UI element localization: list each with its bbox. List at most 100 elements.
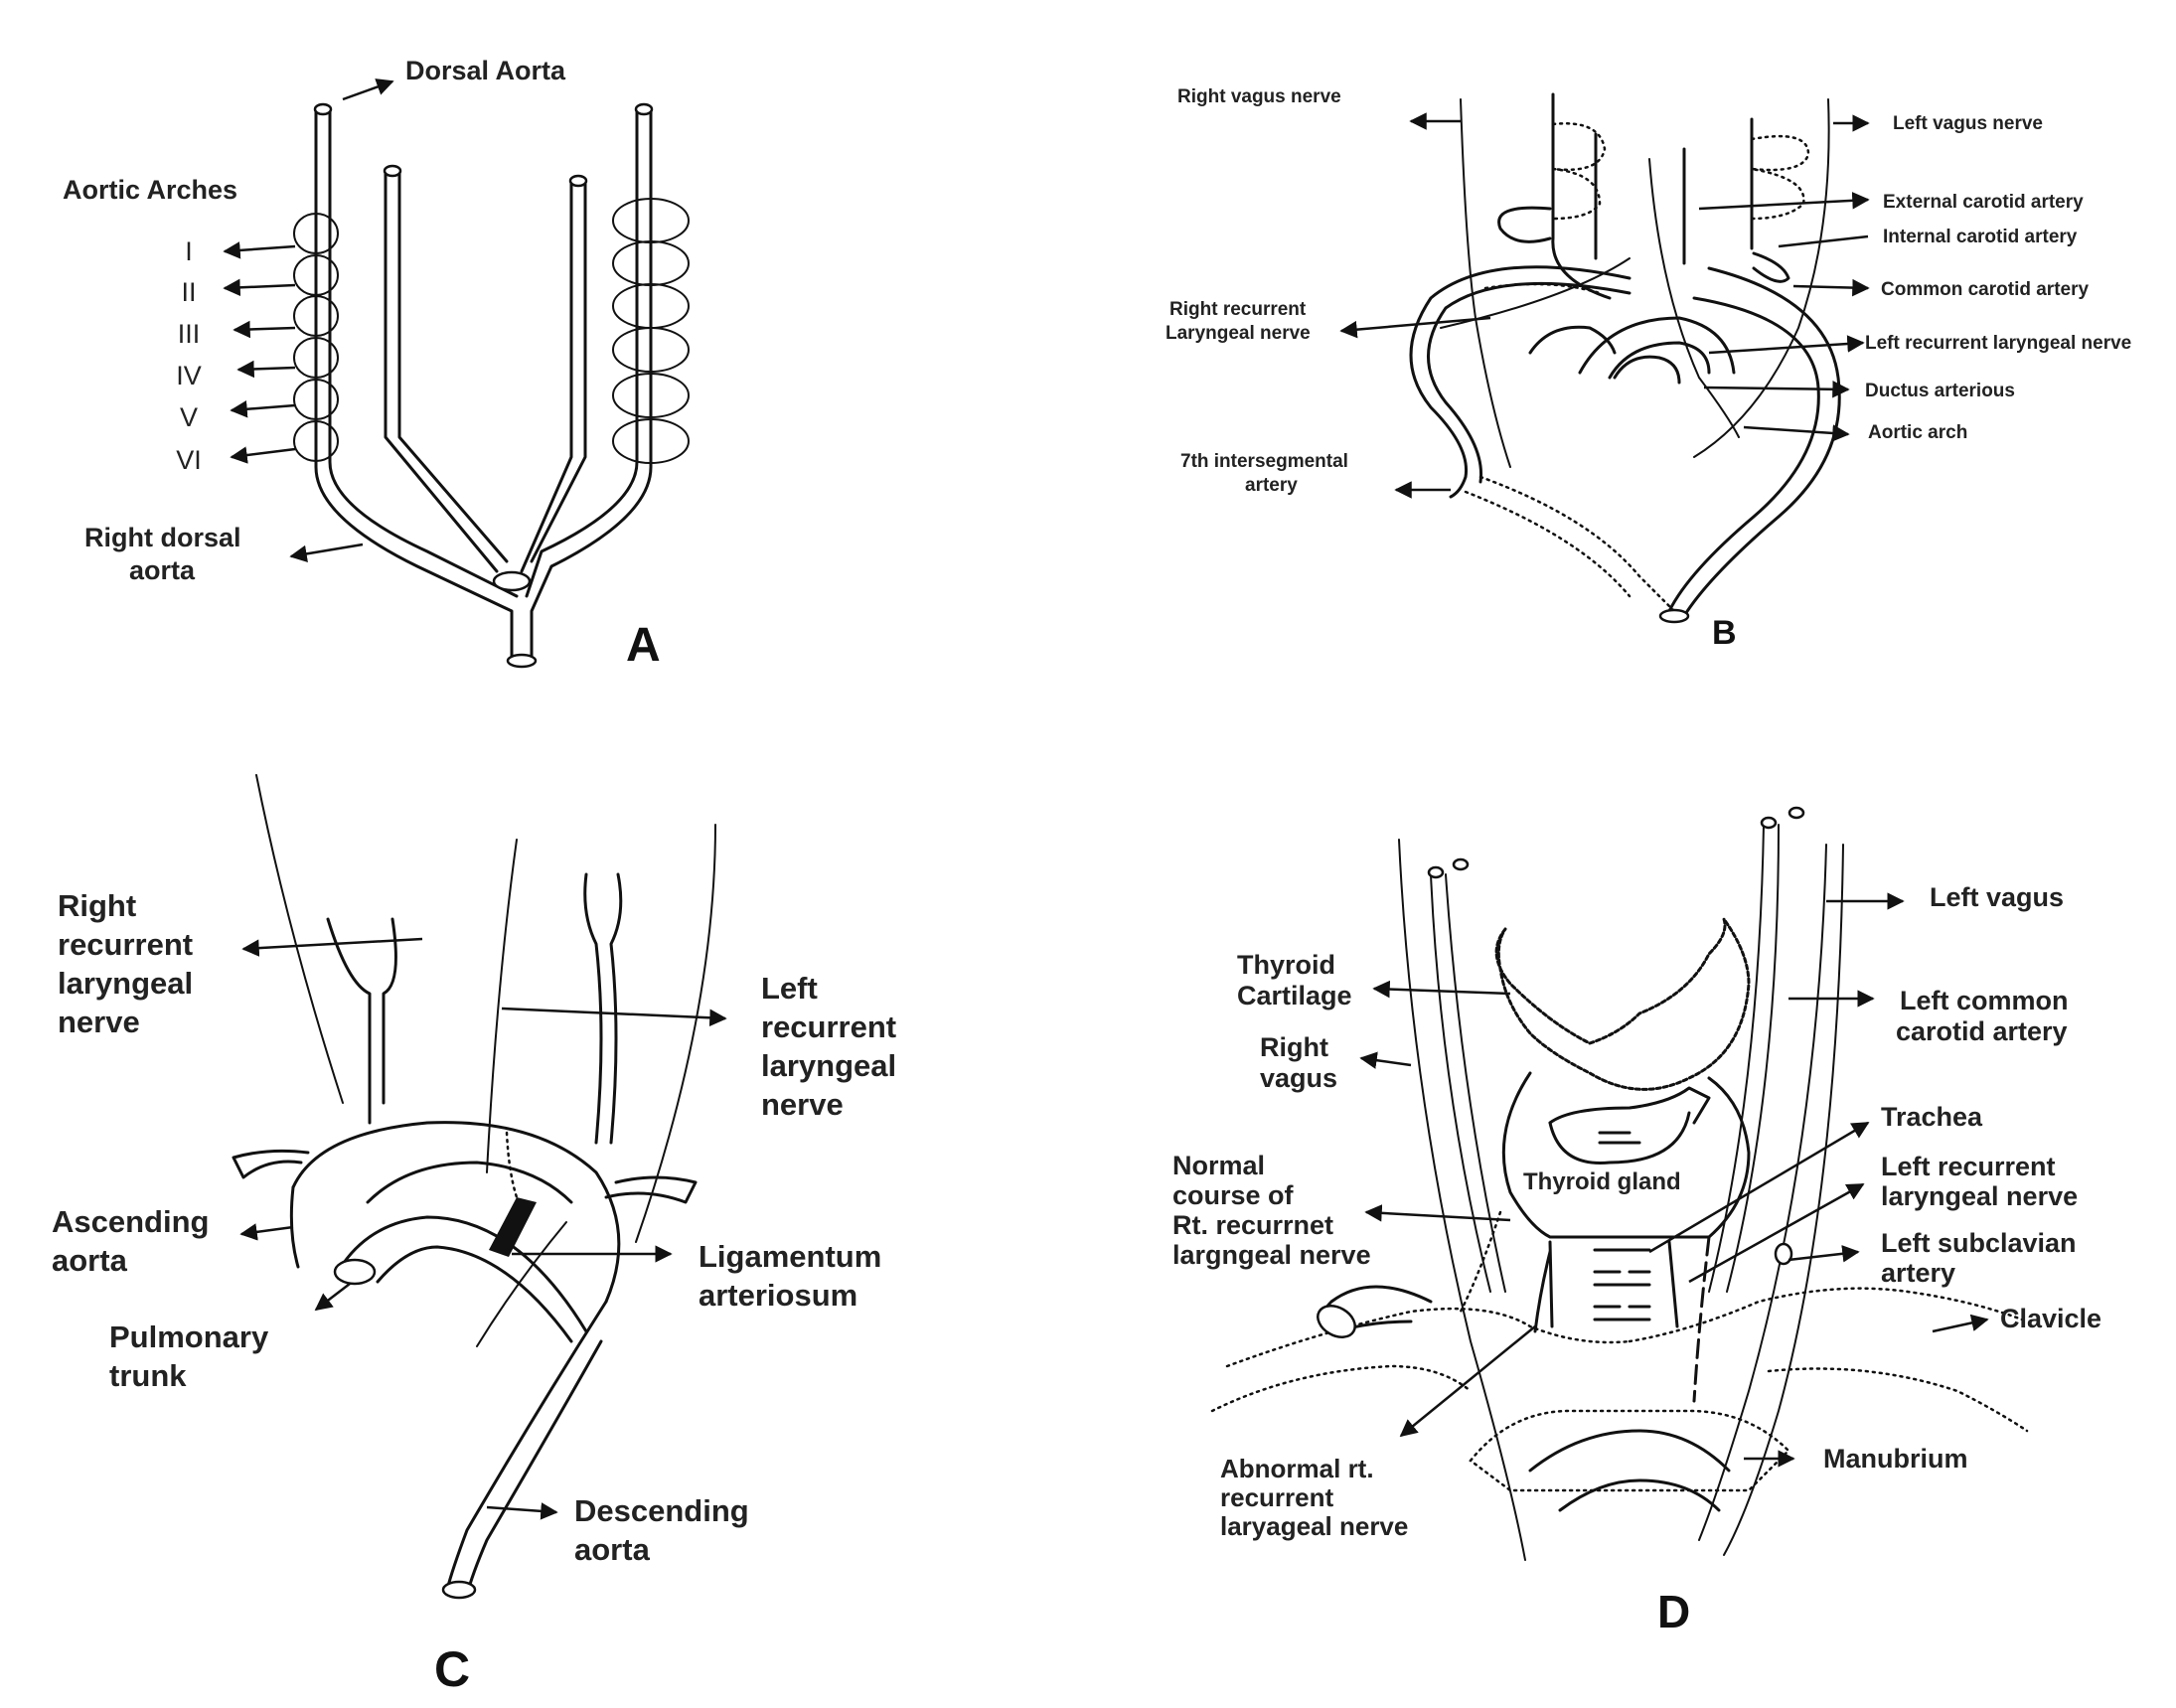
nerve-c-right-outer [635,824,716,1243]
descending-c [445,1300,608,1592]
arch-c [291,1121,621,1304]
arch-dotted-b [1483,282,1602,295]
first-rib-d [1210,1364,1473,1413]
svg-text:Ligamentum: Ligamentum [699,1239,881,1274]
thyroid-cartilage-lower [1548,1086,1711,1125]
pulmonary-c [336,1215,588,1333]
right-arch-b-inner [1427,281,1632,484]
svg-text:laryngeal: laryngeal [761,1048,896,1083]
ascending-aorta-label: Ascending aorta [52,1204,209,1278]
left-recurrent-nerve-c [486,839,518,1173]
left-vagus-nerve-label: Left vagus nerve [1893,113,2043,134]
right-recurrent-label-c: Right recurrent laryngeal nerve [58,888,193,1039]
abnormal-recurrent-label: Abnormal rt. recurrent laryageal nerve [1220,1454,1408,1541]
external-carotid-loop [1497,206,1552,243]
svg-text:Ascending: Ascending [52,1204,209,1239]
seventh-intersegmental-label: 7th intersegmental [1180,451,1348,472]
svg-text:carotid artery: carotid artery [1896,1016,2068,1046]
left-carotid-top-2 [1787,806,1805,820]
external-carotid-label: External carotid artery [1883,192,2084,213]
manubrium-arc [1528,1429,1731,1473]
left-carotid-d-2 [1726,824,1780,1293]
aortic-arches-right [612,198,690,464]
left-common-carotid-label: Left common carotid artery [1896,986,2069,1046]
left-carotid-d [1708,824,1765,1293]
junction-ring [492,570,532,592]
aortic-arch-b [1682,266,1841,618]
svg-text:nerve: nerve [761,1087,844,1122]
svg-text:aorta: aorta [52,1243,128,1278]
panel-b: Right vagus nerve Left vagus nerve Exter… [1166,86,2131,652]
ligamentum-bar [489,1197,537,1257]
pulmonary-trunk-label: Pulmonary trunk [109,1320,269,1393]
seventh-intersegmental-label-2: artery [1245,475,1298,496]
thyroid-cartilage-shape [1494,917,1751,1091]
clavicle-left-d [1628,1287,2029,1343]
ductus-label: Ductus arterious [1865,381,2015,401]
aortic-arches-left [293,213,339,462]
right-carotid-d [1430,873,1491,1293]
vessel-top-1 [313,102,333,116]
right-recurrent-nerve-c [255,774,344,1104]
right-dorsal-aorta-outer [314,109,514,663]
svg-text:Pulmonary: Pulmonary [109,1320,269,1354]
pulmonary-c-inner [376,1245,573,1343]
trachea-rings [1593,1131,1651,1321]
svg-text:recurrent: recurrent [1220,1482,1333,1512]
svg-text:Left recurrent: Left recurrent [1881,1152,2056,1181]
small-arch-b [1613,355,1681,385]
left-recurrent-label-b: Left recurrent laryngeal nerve [1865,333,2131,354]
right-carotid-top [1427,865,1445,879]
trachea-label: Trachea [1881,1102,1983,1132]
descending-end-b [1658,608,1690,624]
normal-course-label: Normal course of Rt. recurrnet largngeal… [1172,1151,1371,1270]
right-vagus-d [1398,839,1526,1561]
svg-text:recurrent: recurrent [761,1009,896,1044]
brachiocephalic-c-2 [382,917,397,1105]
vessel-top-3 [568,174,588,188]
panel-c: Right recurrent laryngeal nerve Left rec… [52,774,896,1697]
svg-text:Cartilage: Cartilage [1237,981,1352,1010]
left-subclavian-ring [1774,1242,1793,1266]
inner-v-right [520,182,573,573]
right-dorsal-aorta-inner [328,109,519,598]
left-vagus-d [1698,844,1827,1541]
right-subclavian-ring [1317,1305,1356,1338]
common-carotid-label: Common carotid artery [1881,279,2089,300]
aortic-arch-label-b: Aortic arch [1868,422,1967,443]
panel-letter-d: D [1657,1586,1690,1637]
svg-text:Left common: Left common [1900,986,2069,1015]
right-recurrent-label-b: Right recurrent [1169,299,1307,320]
seventh-segment-dotted-2 [1464,490,1632,598]
svg-text:course of: course of [1172,1180,1295,1210]
svg-text:Normal: Normal [1172,1151,1265,1180]
manubrium-arc-2 [1558,1478,1721,1512]
svg-text:Right: Right [1260,1032,1328,1062]
panel-a: Dorsal Aorta Aortic Arches I II III IV V… [63,56,690,672]
right-vagus-label-d: Right vagus [1260,1032,1337,1093]
aortic-arch-b-inner [1667,296,1820,613]
left-dorsal-aorta-outer [530,109,653,663]
svg-text:Thyroid: Thyroid [1237,950,1335,980]
left-dorsal-aorta-inner [525,109,639,598]
left-vagus-nerve [1693,98,1830,458]
left-recurrent-label-c: Left recurrent laryngeal nerve [761,971,896,1122]
svg-text:laryageal nerve: laryageal nerve [1220,1511,1408,1541]
right-dorsal-aorta-label-2: aorta [129,555,196,585]
right-vagus-nerve [1460,98,1511,468]
thyroid-gland-shape [1501,1071,1751,1239]
svg-text:laryngeal nerve: laryngeal nerve [1881,1181,2078,1211]
ductus-b [1578,316,1736,375]
right-carotid-top-2 [1452,857,1470,871]
svg-text:Left: Left [761,971,818,1006]
svg-text:arteriosum: arteriosum [699,1278,857,1313]
ligamentum-label: Ligamentum arteriosum [699,1239,881,1313]
internal-carotid-label: Internal carotid artery [1883,227,2078,247]
left-recurrent-label-d: Left recurrent laryngeal nerve [1881,1152,2078,1211]
left-vagus-label-d: Left vagus [1930,882,2064,912]
first-rib-d-2 [1767,1367,2029,1433]
svg-text:Abnormal rt.: Abnormal rt. [1220,1454,1374,1483]
left-subclavian-label: Left subclavian artery [1881,1228,2077,1288]
thyroid-gland-label: Thyroid gland [1523,1168,1681,1195]
